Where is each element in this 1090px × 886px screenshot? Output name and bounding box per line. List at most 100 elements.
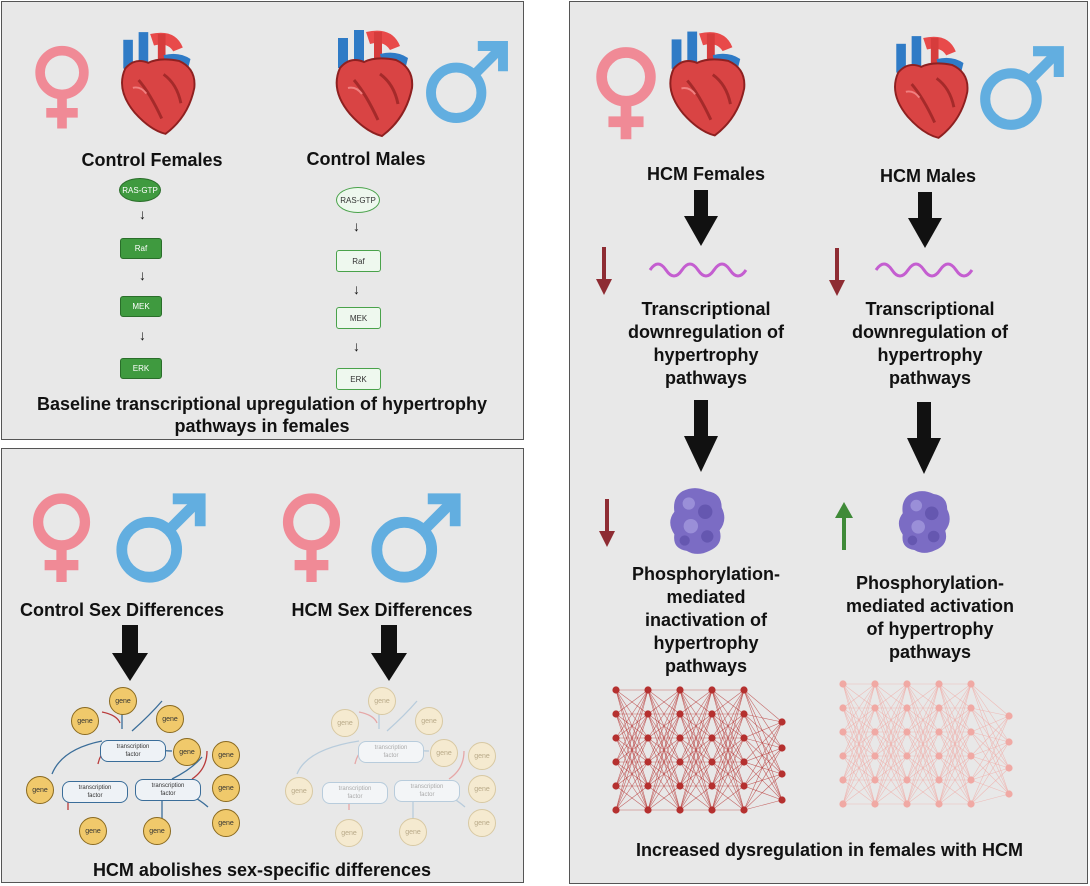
network-node bbox=[612, 758, 620, 766]
network-edge bbox=[874, 779, 908, 805]
network-node bbox=[740, 782, 748, 790]
network-node bbox=[612, 686, 620, 694]
gene-node: gene bbox=[212, 741, 240, 769]
down-regulation-arrow-icon bbox=[829, 248, 845, 296]
network-node bbox=[708, 710, 716, 718]
network-edge bbox=[615, 689, 649, 739]
network-edge bbox=[938, 683, 972, 733]
network-node bbox=[612, 710, 620, 718]
network-edge bbox=[970, 707, 1010, 717]
gene-node: gene bbox=[212, 774, 240, 802]
network-edge bbox=[970, 683, 1010, 717]
mrna-wave-icon bbox=[648, 262, 748, 278]
down-arrow-icon bbox=[907, 402, 941, 474]
network-node bbox=[1005, 738, 1013, 746]
network-edge bbox=[938, 683, 972, 781]
up-regulation-arrow-icon bbox=[835, 502, 853, 550]
network-edge bbox=[970, 683, 1010, 743]
network-node bbox=[967, 704, 975, 712]
hcm-network-connectors bbox=[296, 700, 466, 824]
network-edge bbox=[743, 721, 783, 811]
male-network-graph bbox=[839, 680, 1013, 808]
network-edge bbox=[647, 785, 681, 811]
gene-node: gene bbox=[285, 777, 313, 805]
network-edge bbox=[647, 689, 681, 715]
network-edge bbox=[970, 779, 1010, 795]
female-symbol-icon bbox=[274, 487, 349, 587]
network-node bbox=[903, 800, 911, 808]
heart-icon bbox=[106, 20, 202, 146]
network-edge bbox=[906, 683, 940, 781]
gene-node: gene bbox=[331, 709, 359, 737]
network-node bbox=[644, 806, 652, 814]
pathway-arrow: ↓ bbox=[353, 338, 360, 354]
network-edge bbox=[970, 715, 1010, 805]
network-edge bbox=[711, 689, 745, 811]
network-edge bbox=[743, 713, 783, 801]
gene-node: gene bbox=[79, 817, 107, 845]
network-node bbox=[935, 680, 943, 688]
network-edge bbox=[874, 683, 908, 781]
network-edge bbox=[679, 689, 713, 787]
network-node bbox=[676, 758, 684, 766]
network-node bbox=[612, 806, 620, 814]
network-node bbox=[903, 776, 911, 784]
down-arrow-icon bbox=[684, 190, 718, 246]
network-node bbox=[903, 752, 911, 760]
network-node bbox=[778, 718, 786, 726]
network-edge bbox=[711, 713, 745, 811]
control-sex-differences-label: Control Sex Differences bbox=[19, 600, 225, 620]
network-edge bbox=[970, 741, 1010, 805]
network-node bbox=[967, 728, 975, 736]
network-node bbox=[740, 758, 748, 766]
network-edge bbox=[970, 731, 1010, 795]
network-edge bbox=[906, 707, 940, 805]
network-edge bbox=[874, 683, 908, 709]
network-edge bbox=[842, 731, 876, 805]
network-edge bbox=[874, 755, 908, 805]
network-node bbox=[676, 782, 684, 790]
network-node bbox=[778, 796, 786, 804]
network-node bbox=[740, 686, 748, 694]
gene-node: gene bbox=[173, 738, 201, 766]
gene-node: gene bbox=[368, 687, 396, 715]
down-arrow-icon bbox=[908, 192, 942, 248]
gene-node: gene bbox=[399, 818, 427, 846]
network-node bbox=[935, 728, 943, 736]
network-edge bbox=[970, 715, 1010, 733]
network-edge bbox=[743, 747, 783, 763]
network-edge bbox=[970, 741, 1010, 757]
network-node bbox=[676, 806, 684, 814]
male-symbol-icon bbox=[367, 489, 465, 587]
gene-node: gene bbox=[156, 705, 184, 733]
network-edge bbox=[679, 689, 713, 739]
network-edge bbox=[906, 683, 940, 757]
network-edge bbox=[711, 761, 745, 811]
network-edge bbox=[906, 683, 940, 805]
network-node bbox=[871, 800, 879, 808]
network-edge bbox=[743, 713, 783, 749]
network-edge bbox=[743, 761, 783, 801]
down-regulation-arrow-icon bbox=[596, 247, 612, 295]
network-node bbox=[644, 782, 652, 790]
network-edge bbox=[647, 689, 681, 739]
network-edge bbox=[615, 761, 649, 811]
network-edge bbox=[842, 683, 876, 805]
male-transcription-text: Transcriptional downregulation of hypert… bbox=[852, 299, 1008, 388]
network-node bbox=[1005, 764, 1013, 772]
network-node bbox=[778, 770, 786, 778]
down-arrow-icon bbox=[112, 625, 148, 681]
network-edge bbox=[743, 713, 783, 775]
gene-node: gene bbox=[468, 809, 496, 837]
network-node bbox=[839, 704, 847, 712]
hcm-sex-differences-label: HCM Sex Differences bbox=[291, 600, 473, 620]
panel-a-caption-line1: Baseline transcriptional upregulation of… bbox=[36, 394, 488, 414]
network-node bbox=[676, 686, 684, 694]
network-edge bbox=[938, 707, 972, 805]
network-edge bbox=[743, 737, 783, 775]
network-node bbox=[644, 710, 652, 718]
pathway-arrow: ↓ bbox=[139, 206, 146, 222]
network-edge bbox=[615, 737, 649, 811]
network-edge bbox=[906, 755, 940, 805]
network-edge bbox=[711, 689, 745, 715]
